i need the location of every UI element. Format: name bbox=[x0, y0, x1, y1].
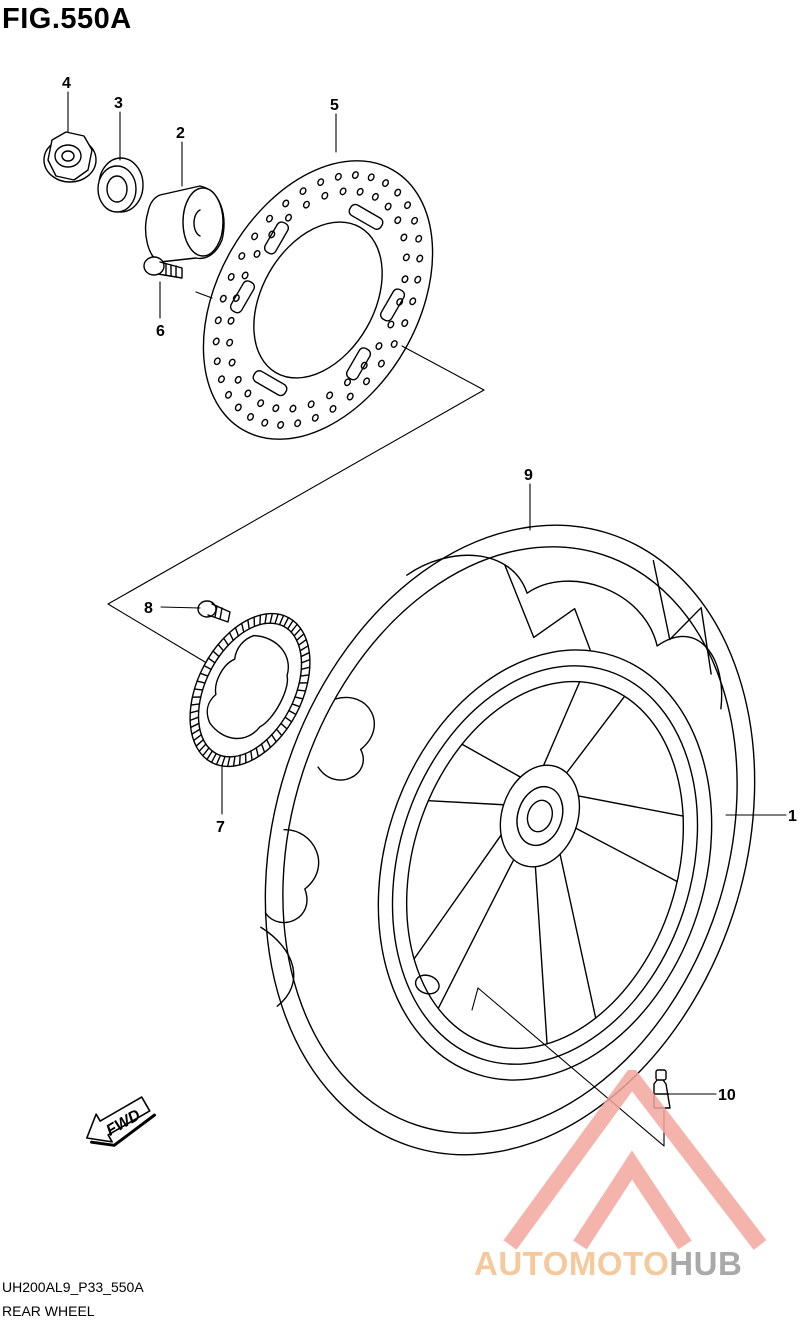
callout-8: 8 bbox=[144, 600, 153, 617]
reference-lines bbox=[107, 291, 485, 663]
watermark-logo-icon bbox=[503, 1070, 767, 1250]
figure-title: FIG.550A bbox=[2, 3, 132, 35]
part-spacer bbox=[144, 185, 225, 263]
callout-2: 2 bbox=[176, 125, 185, 142]
callout-leaders bbox=[67, 91, 787, 1095]
callout-4: 4 bbox=[62, 75, 71, 92]
watermark-text-part-a: AUTOMOTO bbox=[474, 1245, 670, 1282]
part-flange-nut bbox=[43, 131, 97, 183]
callout-5: 5 bbox=[330, 97, 339, 114]
callout-10: 10 bbox=[718, 1087, 736, 1104]
callout-6: 6 bbox=[156, 323, 165, 340]
callout-9: 9 bbox=[524, 467, 533, 484]
part-disc-bolt bbox=[143, 256, 183, 279]
part-brake-disc bbox=[202, 160, 434, 440]
watermark-text-part-b: HUB bbox=[669, 1245, 743, 1282]
part-abs-sensor-ring bbox=[189, 612, 311, 768]
callout-3: 3 bbox=[114, 95, 123, 112]
fwd-arrow-icon bbox=[86, 1096, 156, 1147]
part-collar bbox=[97, 157, 144, 213]
watermark-text: AUTOMOTOHUB bbox=[474, 1244, 742, 1284]
diagram-name: REAR WHEEL bbox=[2, 1303, 95, 1319]
callout-7: 7 bbox=[216, 819, 225, 836]
callout-1: 1 bbox=[788, 808, 797, 825]
part-sensor-ring-bolt bbox=[197, 600, 231, 623]
part-rear-wheel-rim bbox=[377, 649, 713, 1081]
diagram-code: UH200AL9_P33_550A bbox=[2, 1279, 144, 1295]
